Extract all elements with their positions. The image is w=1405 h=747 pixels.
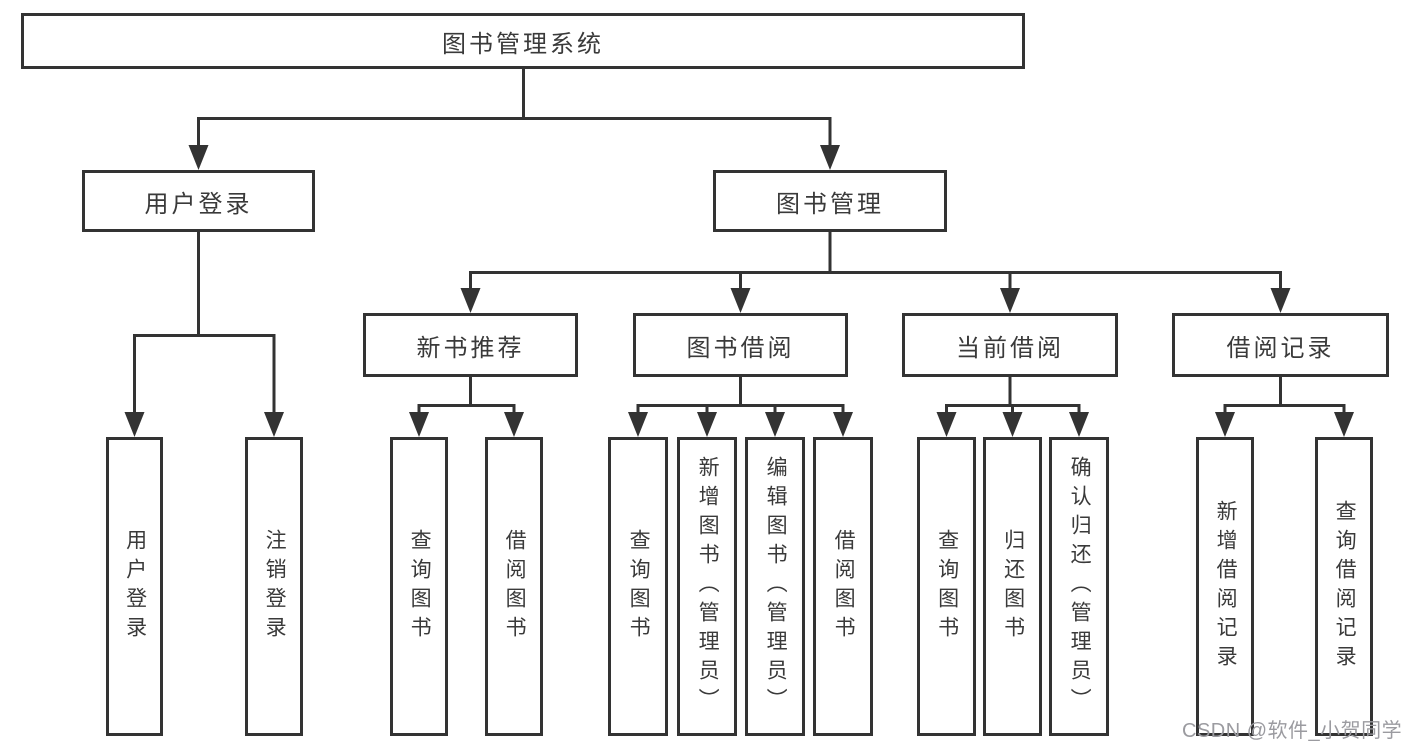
- node-label: 图书管理: [776, 190, 884, 218]
- arrow-down-icon: [820, 145, 840, 170]
- connector-root-to-level2: [188, 69, 840, 170]
- arrow-down-icon: [409, 412, 429, 437]
- connector-borrowing-leaves: [628, 377, 853, 437]
- node-label: 图书管理系统: [442, 30, 604, 58]
- leaf-current-return-books: 归还图书: [983, 437, 1042, 736]
- leaf-user-login: 用户登录: [106, 437, 163, 736]
- node-user-login: 用户登录: [82, 170, 315, 232]
- arrow-down-icon: [628, 412, 648, 437]
- node-book-management: 图书管理: [713, 170, 947, 232]
- leaf-label: 归还图书: [1001, 528, 1025, 645]
- node-label: 新书推荐: [416, 334, 525, 362]
- leaf-recommend-borrow-books: 借阅图书: [485, 437, 543, 736]
- node-label: 借阅记录: [1226, 334, 1335, 362]
- arrow-down-icon: [765, 412, 785, 437]
- arrow-down-icon: [504, 412, 524, 437]
- leaf-recommend-query-books: 查询图书: [390, 437, 448, 736]
- leaf-label: 查询图书: [627, 528, 651, 645]
- leaf-label: 查询图书: [935, 528, 959, 645]
- node-borrowing-records: 借阅记录: [1172, 313, 1389, 377]
- arrow-down-icon: [697, 412, 717, 437]
- leaf-label: 查询图书: [408, 528, 432, 645]
- arrow-down-icon: [188, 145, 209, 170]
- node-label: 用户登录: [144, 190, 253, 218]
- leaf-records-query-record: 查询借阅记录: [1315, 437, 1373, 736]
- watermark: CSDN @软件_小贺同学: [1182, 720, 1403, 742]
- arrow-down-icon: [1002, 412, 1023, 437]
- arrow-down-icon: [460, 288, 481, 313]
- arrow-down-icon: [936, 412, 957, 437]
- connector-records-leaves: [1215, 377, 1354, 437]
- arrow-down-icon: [730, 288, 751, 313]
- connector-bookmgmt-to-level3: [460, 232, 1291, 313]
- leaf-label: 编辑图书（管理员）: [764, 456, 788, 717]
- leaf-borrowing-borrow-books: 借阅图书: [813, 437, 873, 736]
- arrow-down-icon: [1334, 412, 1354, 437]
- arrow-down-icon: [1270, 288, 1291, 313]
- node-label: 当前借阅: [956, 334, 1064, 362]
- arrow-down-icon: [1000, 288, 1020, 313]
- leaf-current-confirm-return-admin: 确认归还（管理员）: [1049, 437, 1109, 736]
- leaf-label: 新增借阅记录: [1214, 499, 1238, 674]
- leaf-borrowing-edit-books-admin: 编辑图书（管理员）: [745, 437, 805, 736]
- leaf-logout: 注销登录: [245, 437, 303, 736]
- leaf-borrowing-query-books: 查询图书: [608, 437, 668, 736]
- node-current-borrowing: 当前借阅: [902, 313, 1118, 377]
- leaf-label: 查询借阅记录: [1333, 499, 1357, 674]
- leaf-label: 注销登录: [263, 528, 287, 645]
- arrow-down-icon: [124, 412, 145, 437]
- leaf-label: 用户登录: [123, 528, 147, 645]
- node-new-book-recommendation: 新书推荐: [363, 313, 578, 377]
- arrow-down-icon: [1069, 412, 1089, 437]
- arrow-down-icon: [1215, 412, 1235, 437]
- leaf-label: 借阅图书: [503, 528, 527, 645]
- connector-current-leaves: [936, 377, 1089, 437]
- leaf-label: 确认归还（管理员）: [1068, 456, 1092, 717]
- arrow-down-icon: [264, 412, 284, 437]
- node-library-management-system: 图书管理系统: [21, 13, 1025, 69]
- leaf-records-add-record: 新增借阅记录: [1196, 437, 1254, 736]
- leaf-label: 借阅图书: [832, 528, 856, 645]
- connector-userlogin-leaves: [124, 232, 284, 437]
- connector-recommend-leaves: [409, 377, 524, 437]
- leaf-label: 新增图书（管理员）: [696, 456, 720, 717]
- leaf-borrowing-add-books-admin: 新增图书（管理员）: [677, 437, 737, 736]
- node-book-borrowing: 图书借阅: [633, 313, 848, 377]
- leaf-current-query-books: 查询图书: [917, 437, 976, 736]
- node-label: 图书借阅: [686, 334, 795, 362]
- arrow-down-icon: [833, 412, 853, 437]
